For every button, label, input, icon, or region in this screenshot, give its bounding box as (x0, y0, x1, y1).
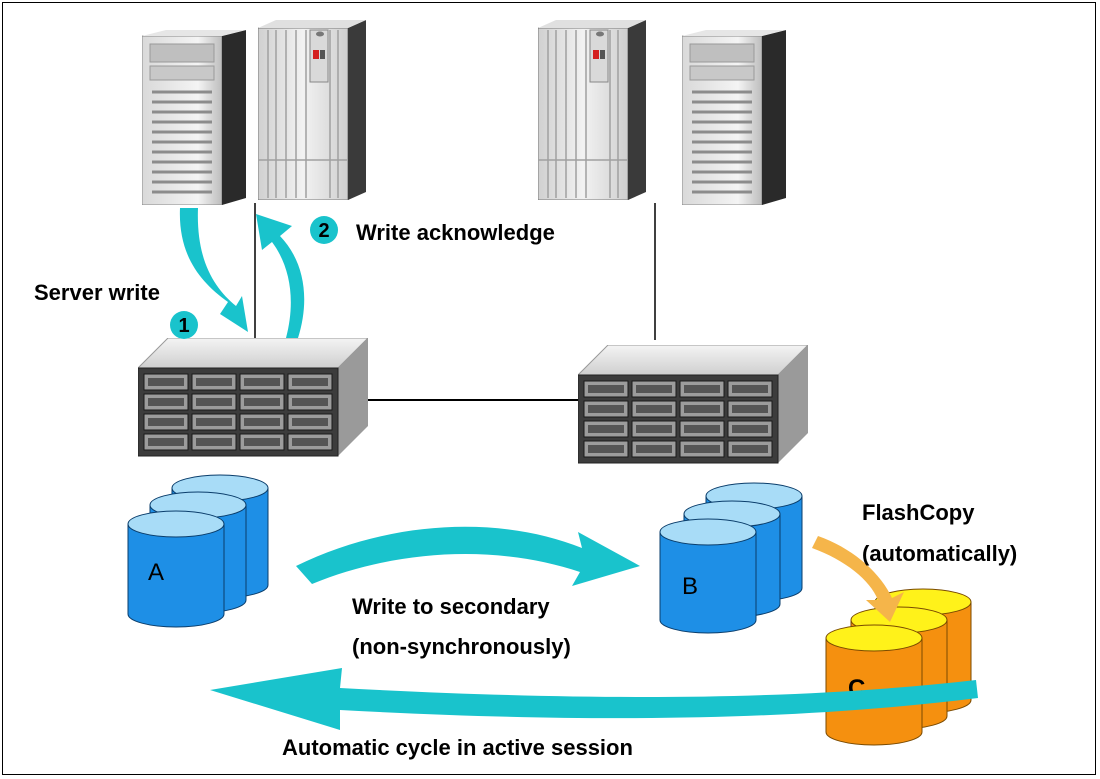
disk-stack-b: B (659, 482, 803, 634)
secondary-storage-array-icon (578, 345, 808, 464)
disk-stack-c: C (825, 588, 972, 746)
flashcopy-label: FlashCopy (862, 500, 975, 525)
primary-storage-array-icon (138, 338, 368, 457)
write-to-secondary-label: Write to secondary (352, 594, 550, 619)
server-write-label: Server write (34, 280, 160, 305)
rack-server-icon (538, 20, 647, 200)
flashcopy-arrow (812, 536, 904, 622)
write-to-secondary-arrow (296, 526, 640, 586)
step-1-number: 1 (178, 315, 189, 337)
write-acknowledge-label: Write acknowledge (356, 220, 555, 245)
automatic-cycle-label: Automatic cycle in active session (282, 735, 633, 760)
server-write-arrow (179, 208, 248, 332)
tower-server-icon (682, 30, 788, 205)
disk-b-label: B (682, 573, 698, 600)
disk-stack-a: A (127, 474, 269, 628)
non-synchronously-label: (non-synchronously) (352, 634, 571, 659)
rack-server-icon (258, 20, 367, 200)
step-2-badge: 2 (310, 216, 338, 244)
tower-server-icon (142, 30, 248, 205)
automatically-label: (automatically) (862, 541, 1017, 566)
step-1-badge: 1 (170, 311, 198, 339)
step-2-number: 2 (318, 220, 329, 242)
disk-a-label: A (148, 559, 164, 586)
automatic-cycle-arrow (210, 668, 978, 730)
write-ack-arrow (256, 214, 305, 338)
